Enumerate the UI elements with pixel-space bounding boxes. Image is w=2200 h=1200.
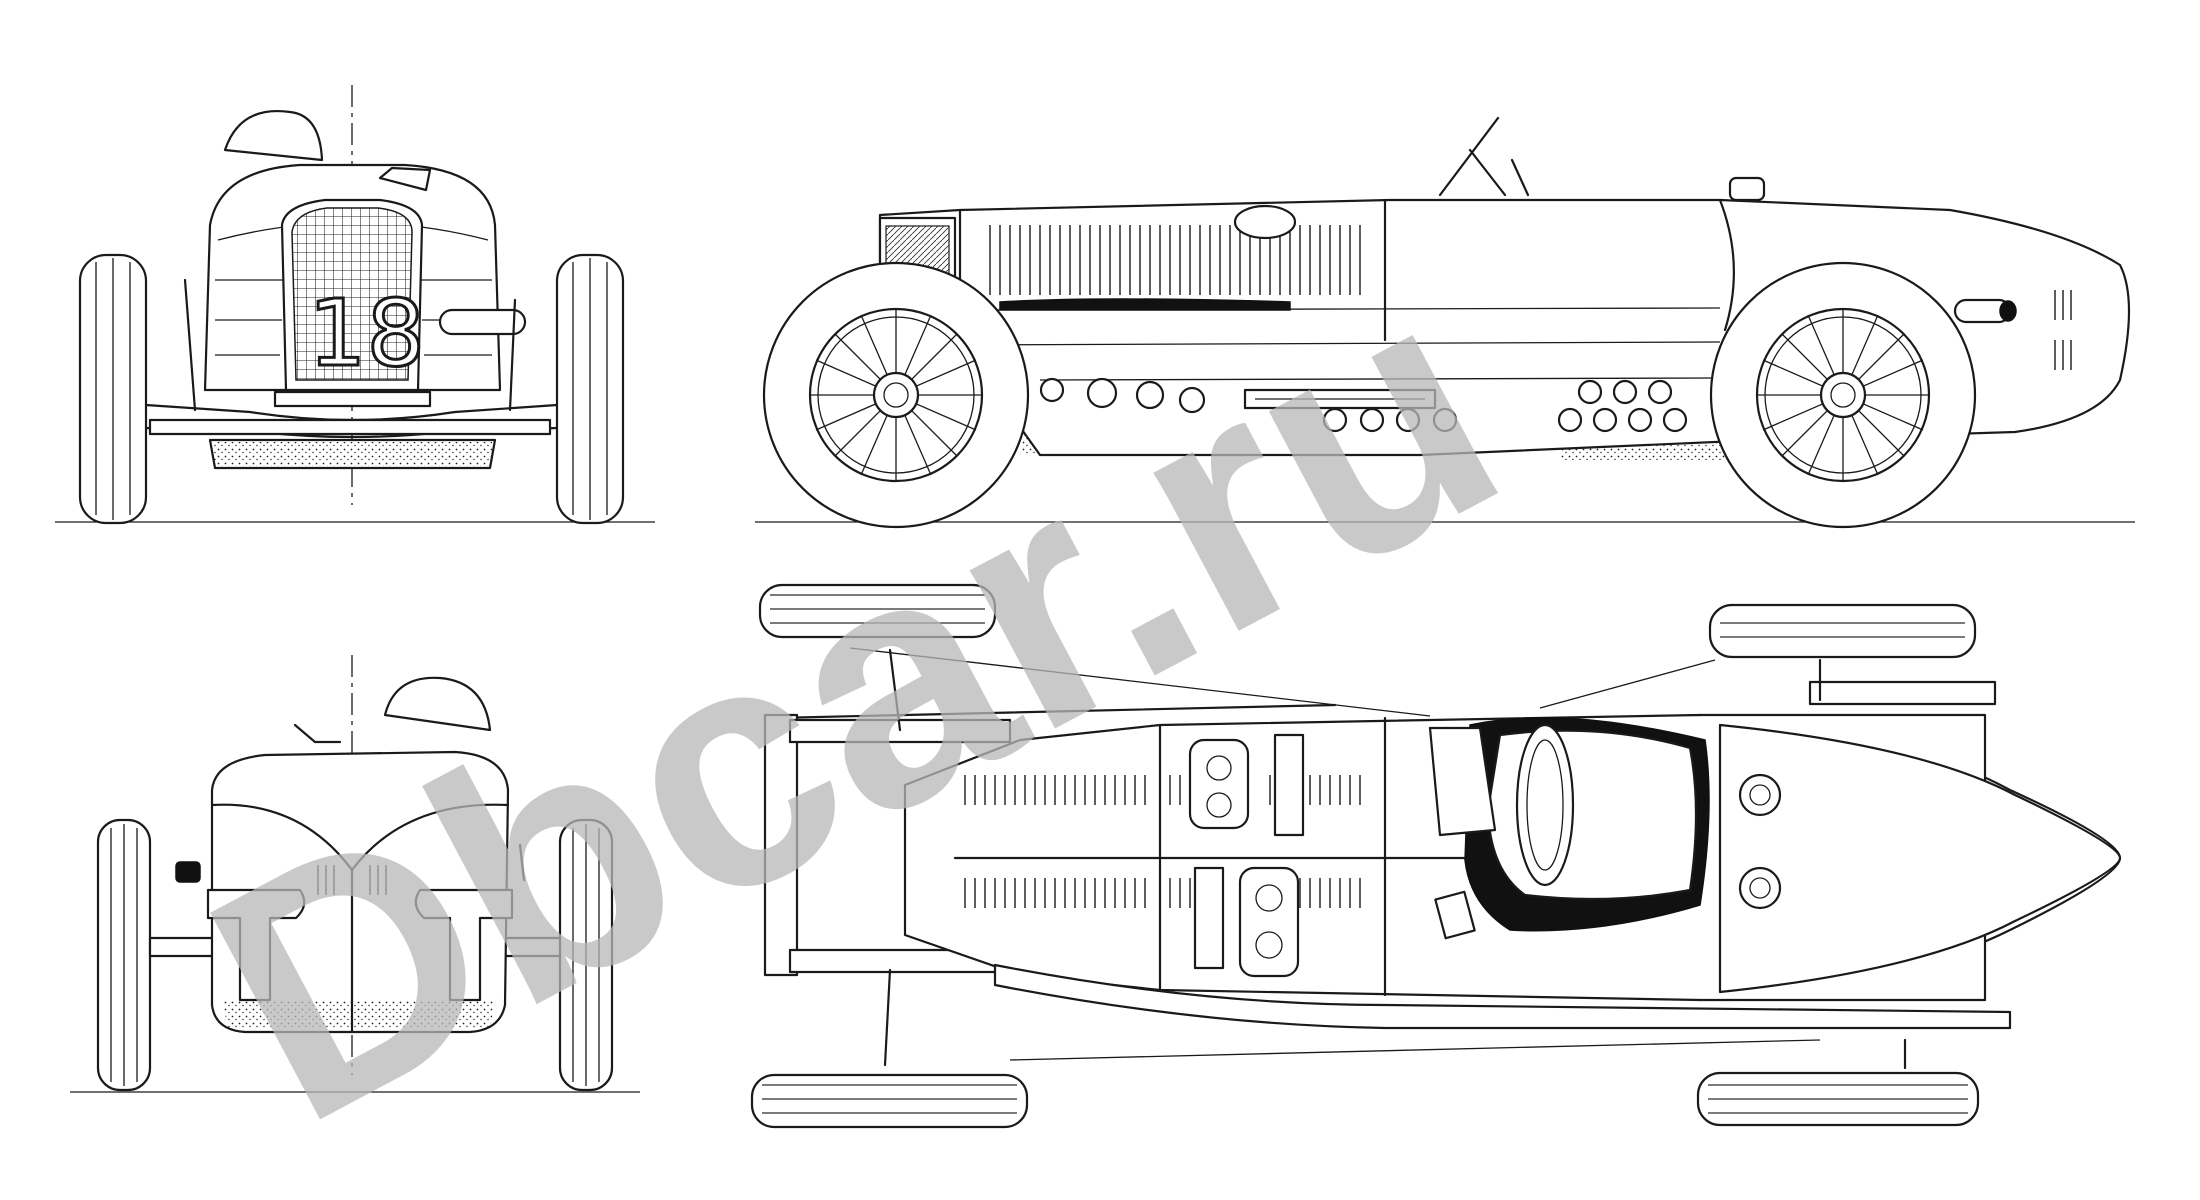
- rear-view: [70, 655, 640, 1093]
- front-cross-frame: [763, 713, 799, 977]
- steering-wheel: [1515, 723, 1575, 887]
- side-rear-wheel: [1709, 261, 1977, 529]
- front-view: 18: [55, 85, 655, 525]
- rear-tail-shell: [210, 750, 510, 1034]
- front-axle-beam: [148, 418, 552, 436]
- side-view: [755, 116, 2135, 529]
- tail-cone: [1718, 723, 2122, 994]
- top-view: [750, 583, 2122, 1129]
- race-number: 18: [308, 280, 425, 387]
- side-front-wheel: [762, 261, 1030, 529]
- hood-louvers: [989, 225, 1361, 295]
- frame-lightening-holes: [1039, 377, 1688, 433]
